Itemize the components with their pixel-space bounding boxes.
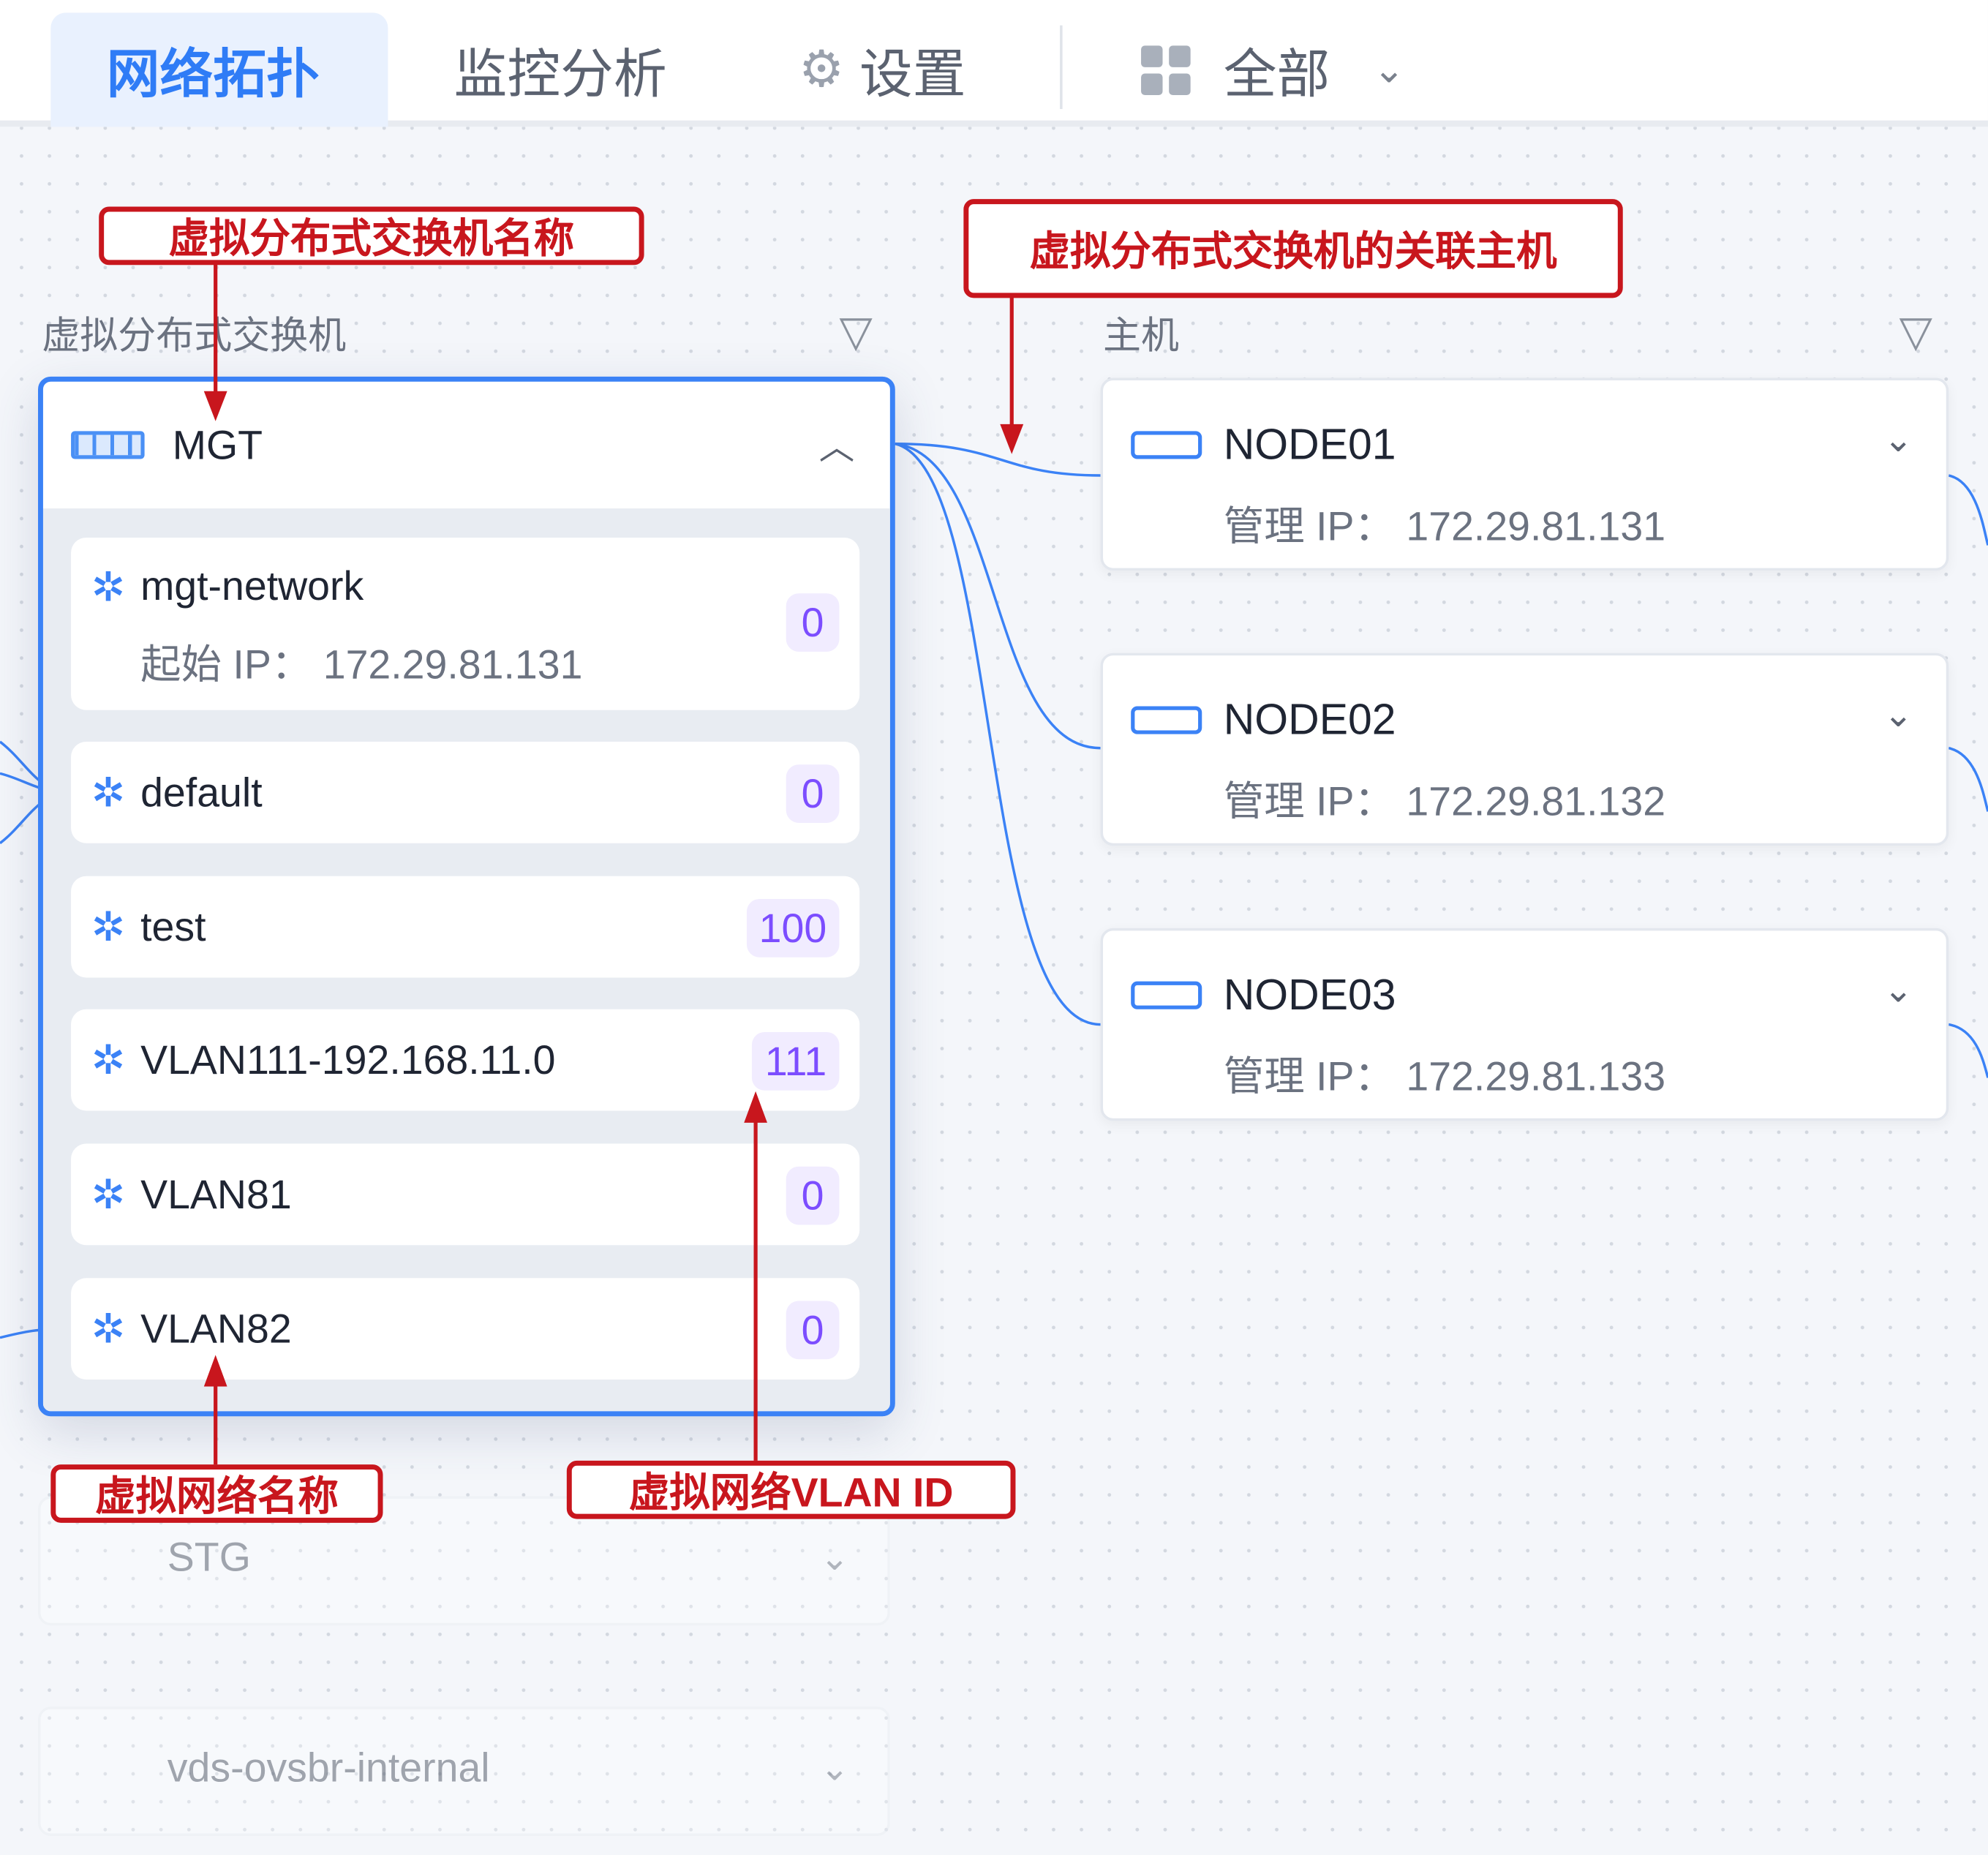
chevron-down-icon: ⌄: [819, 1748, 850, 1788]
tab-settings[interactable]: ⚙设置: [799, 12, 966, 127]
network-name: VLAN111-192.168.11.0: [140, 1036, 556, 1083]
chevron-down-icon: ⌄: [819, 1538, 850, 1578]
grid-icon: [1141, 45, 1191, 95]
host-card[interactable]: NODE01 管理 IP： 172.29.81.131 ⌄: [1100, 377, 1949, 571]
host-ip: 管理 IP： 172.29.81.131: [1223, 503, 1666, 549]
gear-icon: ⚙: [799, 42, 845, 98]
scope-label: 全部: [1223, 43, 1330, 104]
vlan-badge: 0: [786, 1301, 840, 1360]
hosts-heading: 主机: [1103, 315, 1180, 358]
network-item[interactable]: ✲ test 100: [71, 876, 860, 978]
annotation-switch-name: 虚拟分布式交换机名称: [99, 206, 644, 266]
host-card[interactable]: NODE03 管理 IP： 172.29.81.133 ⌄: [1100, 928, 1949, 1121]
network-icon: ✲: [91, 1306, 126, 1352]
switch-name: vds-ovsbr-internal: [167, 1745, 490, 1791]
filter-icon[interactable]: ▽: [839, 308, 873, 357]
switches-heading: 虚拟分布式交换机: [42, 315, 347, 358]
host-ip: 管理 IP： 172.29.81.132: [1223, 778, 1666, 824]
vlan-badge: 0: [786, 1166, 840, 1225]
scope-dropdown[interactable]: 全部 ⌄: [1141, 12, 1405, 127]
network-icon: ✲: [91, 564, 126, 610]
chevron-up-icon[interactable]: ︿: [818, 427, 855, 467]
host-ip: 管理 IP： 172.29.81.133: [1223, 1053, 1666, 1099]
network-icon: ✲: [91, 770, 126, 816]
chevron-down-icon: ⌄: [1373, 48, 1405, 91]
tab-label: 设置: [859, 43, 966, 104]
switch-name: MGT: [172, 421, 263, 467]
network-item[interactable]: ✲ VLAN111-192.168.11.0 111: [71, 1009, 860, 1111]
divider: [1060, 25, 1063, 110]
host-name: NODE01: [1223, 421, 1396, 470]
network-item[interactable]: ✲ VLAN82 0: [71, 1278, 860, 1380]
switch-header[interactable]: MGT ︿: [43, 382, 890, 508]
network-icon: ✲: [91, 903, 126, 950]
tab-monitoring[interactable]: 监控分析: [454, 12, 667, 127]
network-start-ip: 起始 IP： 172.29.81.131: [140, 641, 583, 688]
chevron-down-icon[interactable]: ⌄: [1883, 419, 1913, 459]
vlan-badge: 111: [752, 1031, 840, 1091]
tab-label: 监控分析: [453, 43, 667, 104]
network-item[interactable]: ✲ VLAN81 0: [71, 1143, 860, 1246]
host-icon: [1131, 981, 1202, 1009]
network-icon: ✲: [91, 1171, 126, 1218]
annotation-vlan-id: 虚拟网络VLAN ID: [566, 1460, 1016, 1519]
network-name: test: [140, 903, 206, 949]
switch-card-mgt: MGT ︿ ✲ mgt-network 起始 IP： 172.29.81.131 …: [38, 376, 895, 1417]
annotation-network-name: 虚拟网络名称: [50, 1464, 383, 1523]
host-icon: [1131, 706, 1202, 734]
switch-icon: [71, 431, 145, 459]
network-list: ✲ mgt-network 起始 IP： 172.29.81.131 0 ✲ def…: [42, 508, 890, 1412]
network-name: VLAN81: [140, 1170, 292, 1217]
chevron-down-icon[interactable]: ⌄: [1883, 970, 1913, 1009]
annotation-hosts: 虚拟分布式交换机的关联主机: [963, 199, 1623, 298]
vlan-badge: 100: [746, 898, 840, 957]
network-item[interactable]: ✲ mgt-network 起始 IP： 172.29.81.131 0: [71, 537, 860, 710]
host-name: NODE02: [1223, 696, 1396, 745]
filter-icon[interactable]: ▽: [1899, 308, 1932, 357]
tab-label: 网络拓扑: [106, 43, 320, 104]
chevron-down-icon[interactable]: ⌄: [1883, 694, 1913, 734]
network-name: default: [140, 769, 263, 815]
network-name: VLAN82: [140, 1305, 292, 1351]
network-item[interactable]: ✲ default 0: [71, 742, 860, 843]
tab-topology[interactable]: 网络拓扑: [50, 12, 388, 127]
host-card[interactable]: NODE02 管理 IP： 172.29.81.132 ⌄: [1100, 652, 1949, 846]
vlan-badge: 0: [786, 593, 840, 652]
top-nav: 网络拓扑 监控分析 ⚙设置 全部 ⌄: [0, 0, 1988, 127]
switch-card-vds[interactable]: vds-ovsbr-internal ⌄: [38, 1707, 890, 1836]
switch-name: STG: [167, 1534, 251, 1580]
network-icon: ✲: [91, 1036, 126, 1083]
host-name: NODE03: [1223, 971, 1396, 1020]
network-name: mgt-network: [140, 562, 364, 609]
vlan-badge: 0: [786, 764, 840, 823]
host-icon: [1131, 431, 1202, 459]
